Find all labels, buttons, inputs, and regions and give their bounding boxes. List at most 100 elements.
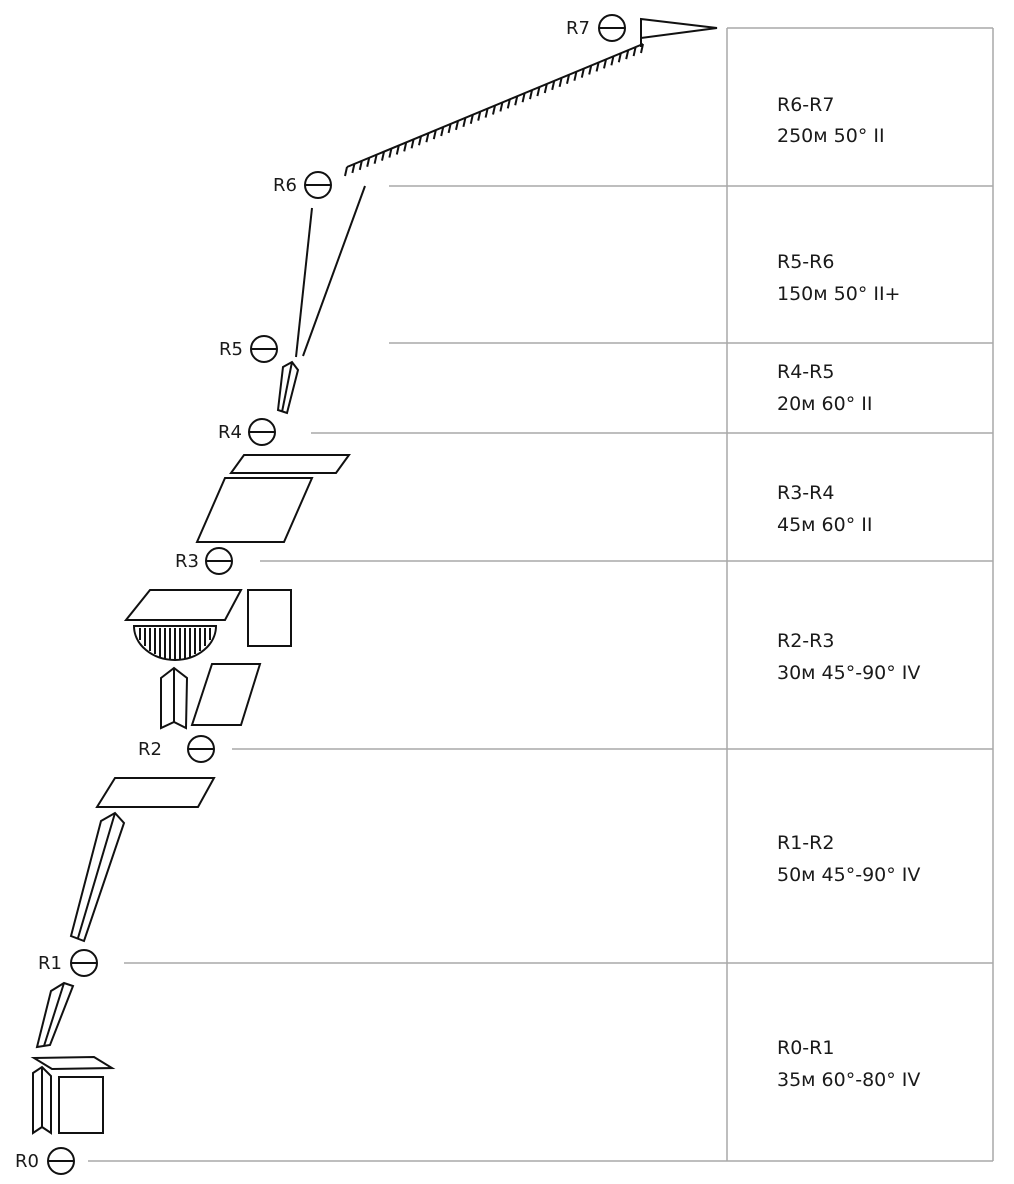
pitch-r6-r7: R6-R7 250м 50° II [777, 94, 885, 147]
ridge-hatch-mark [551, 80, 556, 91]
feature-slab-large [195, 477, 314, 543]
pitch-info: 45м 60° II [777, 514, 872, 536]
pitch-info: 30м 45°-90° IV [777, 662, 920, 684]
corner-edge [43, 982, 65, 1047]
station-label: R4 [218, 422, 242, 443]
pitch-info: 20м 60° II [777, 393, 872, 415]
pitch-name: R6-R7 [777, 94, 834, 116]
pitch-r3-r4: R3-R4 45м 60° II [777, 482, 872, 536]
ridge-hatch-mark [432, 129, 437, 140]
pitch-info: 150м 50° II+ [777, 283, 900, 305]
pitch-info: 250м 50° II [777, 125, 885, 147]
station-label: R3 [175, 551, 199, 572]
ridge-hatch-mark [344, 166, 348, 177]
feature-gully [295, 185, 366, 358]
gully-right [302, 185, 366, 357]
station-r6: R6 [273, 171, 332, 199]
ridge-hatch-mark [595, 62, 600, 72]
ridge-hatch-mark [566, 74, 570, 84]
station-r7: R7 [566, 14, 626, 42]
ridge-hatch-mark [418, 136, 422, 146]
corner-edge [281, 361, 293, 413]
ridge-hatch-mark [484, 108, 489, 118]
ridge-hatch-mark [455, 120, 459, 131]
block-face [58, 1076, 104, 1134]
ridge-hatch-mark [388, 148, 393, 158]
pitch-name: R5-R6 [777, 251, 834, 273]
feature-ledge [95, 777, 216, 808]
ridge-hatch-mark [558, 77, 563, 88]
station-label: R2 [138, 739, 162, 760]
feature-slab [190, 663, 262, 726]
ridge-hatch-mark [521, 92, 526, 103]
ridge-hatching [344, 43, 644, 177]
pitch-name: R3-R4 [777, 482, 834, 504]
ridge-hatch-mark [410, 139, 415, 149]
gully-left [295, 207, 313, 358]
block-top [30, 1055, 116, 1071]
station-r5: R5 [219, 335, 278, 363]
station-r3: R3 [175, 547, 233, 575]
ridge-hatch-mark [610, 56, 615, 66]
ridge-hatch-mark [403, 142, 408, 152]
pitch-info: 35м 60°-80° IV [777, 1069, 920, 1091]
pitch-name: R1-R2 [777, 832, 834, 854]
station-r1: R1 [38, 949, 98, 977]
station-r2: R2 [138, 735, 215, 763]
station-r0: R0 [15, 1147, 75, 1175]
feature-block [247, 589, 292, 647]
feature-overhang [132, 625, 218, 661]
ridge-hatch-mark [358, 160, 363, 171]
flag [640, 17, 718, 40]
pitch-r5-r6: R5-R6 150м 50° II+ [777, 251, 900, 305]
ridge-hatch-mark [499, 102, 504, 112]
ridge-hatch-mark [373, 154, 378, 164]
ridge-hatch-mark [366, 157, 371, 167]
pitch-name: R2-R3 [777, 630, 834, 652]
feature-lower-corner [35, 981, 75, 1049]
pitch-name: R0-R1 [777, 1037, 834, 1059]
ridge-hatch-mark [536, 86, 541, 97]
station-label: R7 [566, 18, 590, 39]
station-label: R0 [15, 1151, 39, 1172]
station-label: R5 [219, 339, 243, 360]
ridge-hatch-mark [477, 111, 482, 121]
feature-roof-ledge [123, 589, 243, 621]
ridge-hatch-mark [425, 132, 430, 143]
overhang-hatching [139, 628, 211, 660]
ridge-hatch-mark [603, 59, 607, 69]
ridge-hatch-mark [573, 71, 578, 81]
ridge-hatch-mark [588, 65, 593, 75]
pitch-name: R4-R5 [777, 361, 834, 383]
ridge-hatch-mark [462, 117, 467, 128]
ridge-hatch-mark [529, 89, 533, 100]
feature-short-corner [276, 360, 300, 415]
corner [35, 981, 75, 1049]
dihedral-edge [77, 812, 116, 939]
summit-flag [640, 17, 718, 47]
feature-ridge [344, 43, 644, 177]
ridge-hatch-mark [381, 151, 385, 161]
ridge-hatch-mark [506, 99, 511, 109]
pitch-r1-r2: R1-R2 50м 45°-90° IV [777, 832, 920, 886]
ridge-hatch-mark [351, 163, 356, 174]
corner [276, 360, 300, 415]
ridge-hatch-mark [543, 83, 548, 94]
dihedral [69, 811, 126, 943]
feature-long-dihedral [69, 811, 126, 943]
station-label: R6 [273, 175, 297, 196]
ridge-hatch-mark [492, 105, 496, 115]
station-r4: R4 [218, 418, 276, 446]
ridge-hatch-mark [447, 123, 452, 134]
ridge-hatch-mark [469, 114, 474, 124]
ridge-hatch-mark [395, 145, 400, 155]
ridge-hatch-mark [640, 43, 644, 54]
station-label: R1 [38, 953, 62, 974]
pitch-r4-r5: R4-R5 20м 60° II [777, 361, 872, 415]
pitch-r0-r1: R0-R1 35м 60°-80° IV [777, 1037, 920, 1091]
feature-upper-ledge [229, 454, 351, 474]
ridge-hatch-mark [617, 53, 622, 63]
ridge-hatch-mark [514, 96, 519, 106]
